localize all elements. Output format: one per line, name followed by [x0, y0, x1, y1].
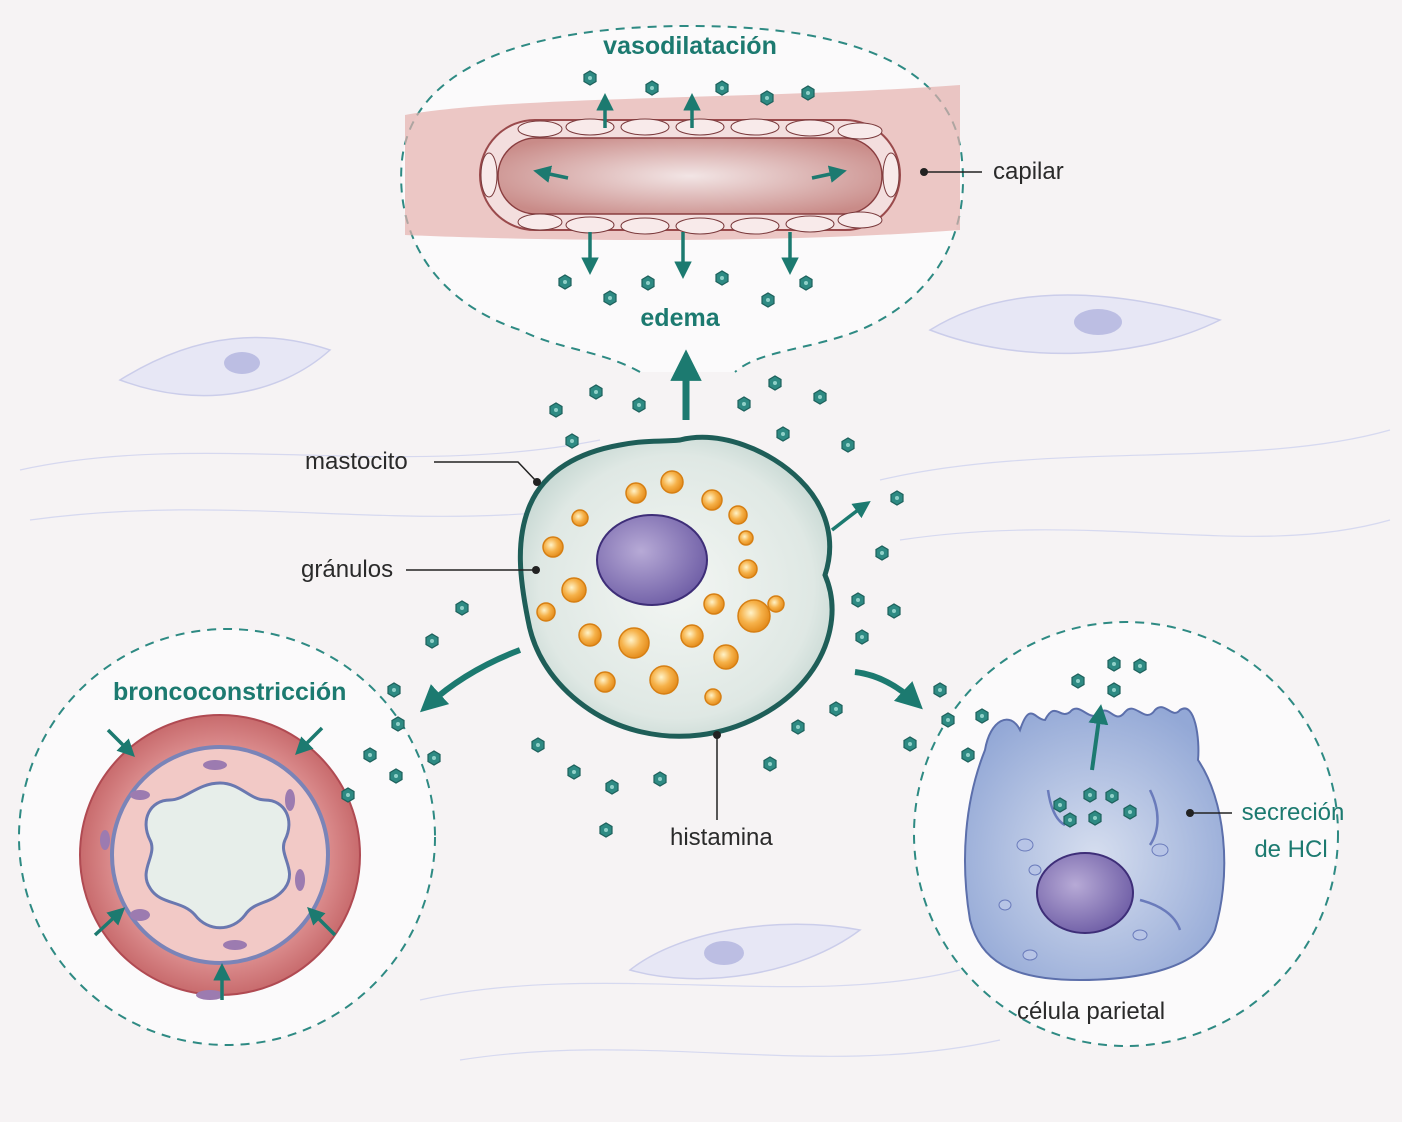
label-hcl-secretion-line2: de HCl	[1254, 836, 1328, 863]
capillary-vessel	[405, 85, 960, 240]
label-parietal-cell: célula parietal	[1016, 998, 1166, 1025]
label-mast-cell: mastocito	[305, 448, 408, 475]
parietal-cell	[964, 706, 1226, 982]
mast-cell	[517, 434, 835, 739]
label-capillary: capilar	[993, 158, 1064, 185]
leader-lines	[406, 171, 1232, 820]
leader-dots	[532, 168, 1194, 817]
label-bronchoconstriction: broncoconstricción	[113, 678, 347, 706]
label-vasodilation: vasodilatación	[603, 32, 777, 60]
bronchoconstriction-arrows	[93, 726, 337, 1000]
background-fibers	[19, 429, 1391, 1061]
arrow-release	[830, 500, 871, 532]
bronchiole	[79, 714, 361, 1000]
background-cell	[118, 336, 332, 397]
label-hcl-secretion-line1: secreción	[1241, 799, 1345, 826]
label-edema: edema	[640, 304, 720, 332]
label-granules: gránulos	[301, 556, 394, 583]
background-cell	[928, 294, 1223, 355]
background-cell	[628, 923, 862, 980]
arrow-hcl	[1088, 704, 1109, 771]
arrow-to-bronchiole	[420, 647, 522, 713]
label-histamine: histamina	[670, 824, 773, 851]
vasodilation-arrows	[533, 93, 847, 279]
arrow-to-parietal	[854, 669, 923, 710]
